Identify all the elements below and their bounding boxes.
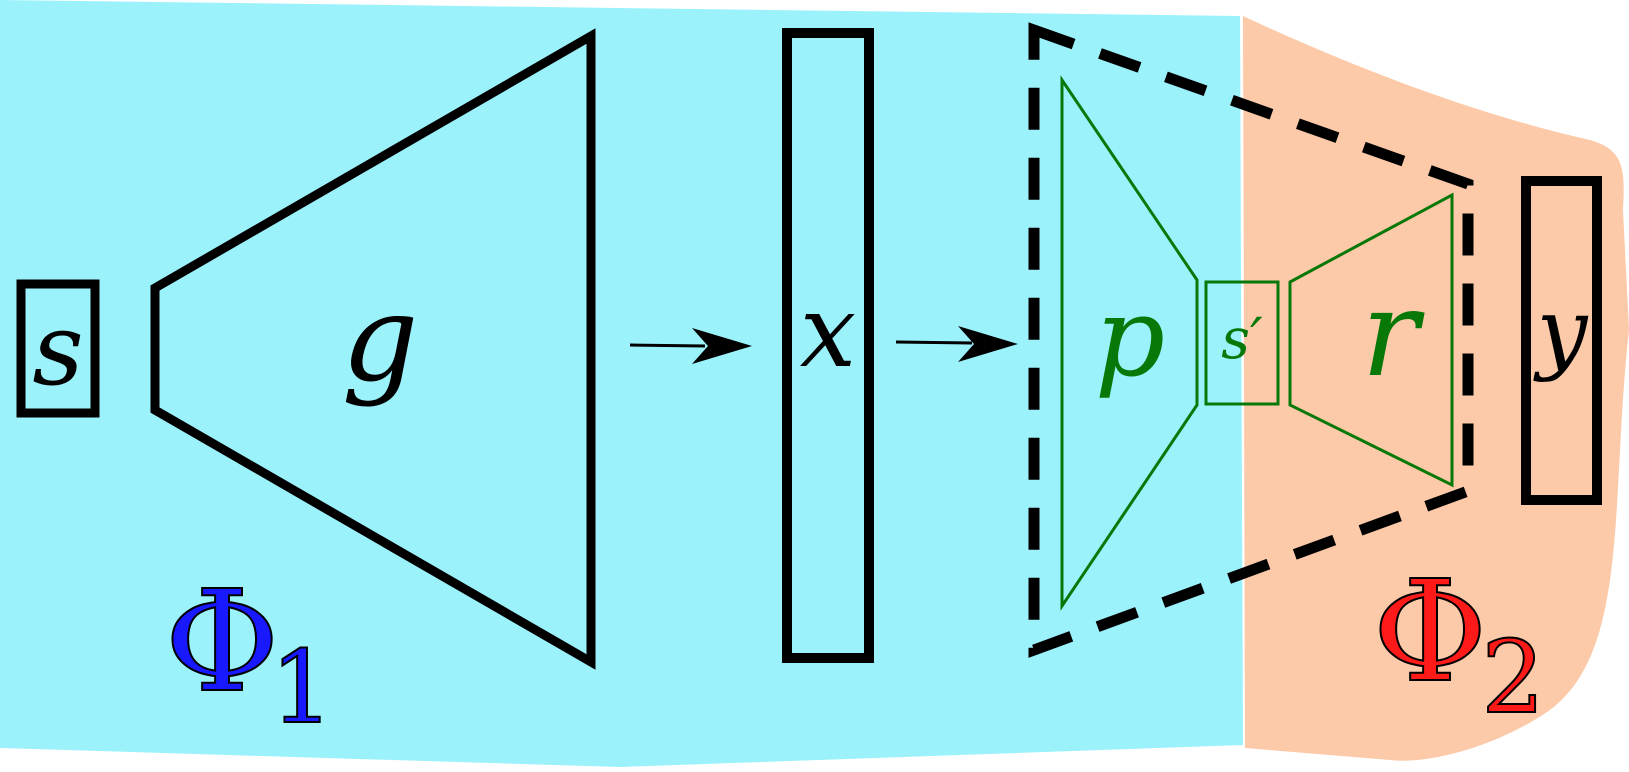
module-r-label: r <box>1361 265 1425 404</box>
module-r-trapezoid <box>1288 192 1454 488</box>
generator-g-label: g <box>342 270 419 409</box>
phi1-label: Φ 1 <box>164 560 335 747</box>
phi2-region <box>1243 16 1629 761</box>
input-s-label: s <box>32 291 83 408</box>
phi1-subscript: 1 <box>270 629 334 746</box>
arrow-x-to-module <box>895 326 1018 362</box>
latent-s-prime-label: s′ <box>1221 307 1263 372</box>
dashed-module-boundary <box>1028 22 1474 658</box>
output-y-label: y <box>1533 279 1589 384</box>
phi2-symbol: Φ <box>1373 551 1488 714</box>
latent-s-prime-box <box>1204 280 1280 406</box>
phi2-label: Φ 2 <box>1372 550 1546 737</box>
signal-x-label: x <box>800 273 856 390</box>
generator-g-trapezoid <box>150 28 596 670</box>
phi2-subscript: 2 <box>1481 619 1545 736</box>
module-p-label: p <box>1095 273 1165 401</box>
arrow-g-to-x <box>629 328 752 364</box>
output-y-box <box>1521 176 1602 505</box>
phi1-region <box>0 0 1243 767</box>
phi1-symbol: Φ <box>165 561 280 724</box>
signal-x-box <box>782 28 874 663</box>
module-p-trapezoid <box>1060 75 1199 611</box>
input-s-box <box>16 279 100 418</box>
